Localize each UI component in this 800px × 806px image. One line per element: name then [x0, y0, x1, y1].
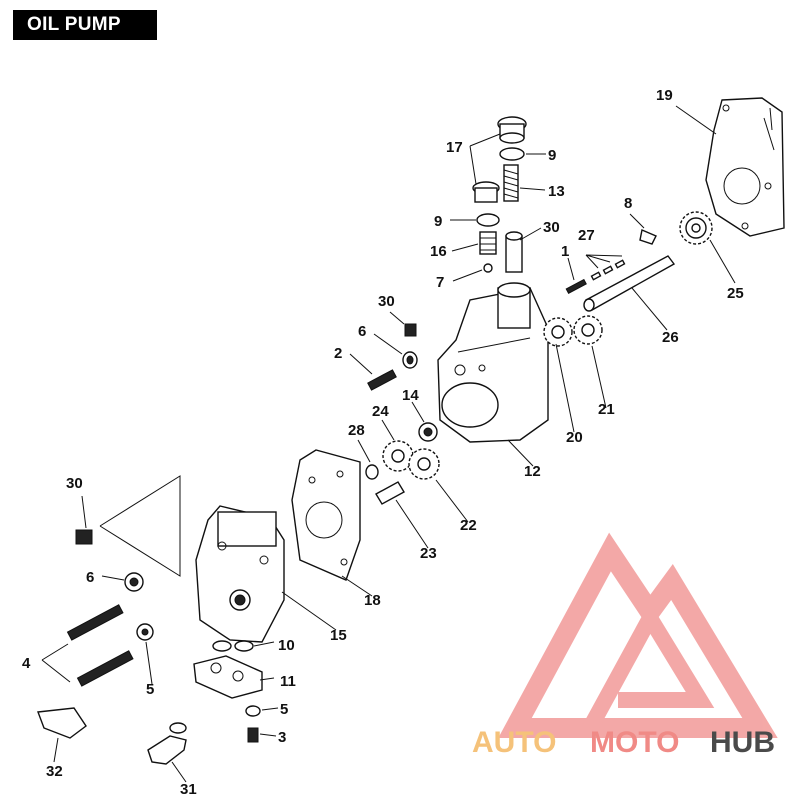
callout-26: 26: [662, 329, 679, 346]
callout-6-lower: 6: [86, 569, 94, 586]
part-15-cover: [195, 505, 285, 643]
callout-32: 32: [46, 763, 63, 780]
callout-24: 24: [372, 403, 389, 420]
part-7-ball: [483, 263, 493, 273]
part-2-screw: [367, 369, 397, 391]
callout-28: 28: [348, 422, 365, 439]
callout-10: 10: [278, 637, 295, 654]
callout-3: 3: [278, 729, 286, 746]
part-6-washer-upper: [402, 351, 418, 369]
part-9-oring-upper: [499, 147, 525, 161]
part-29-dowel-sleeve: [505, 231, 523, 273]
watermark-text: AUTO MOTO HUB: [472, 726, 775, 759]
callout-7: 7: [436, 274, 444, 291]
part-30-plug-upper: [404, 323, 417, 337]
callout-27: 27: [578, 227, 595, 244]
callout-labels: 19 17 9 13 9 16 7 30 8 27 1 25 26 30 6 2…: [22, 87, 744, 798]
part-17-plug-upper: [497, 116, 527, 144]
part-6-washer-lower: [124, 572, 144, 592]
callout-14: 14: [402, 387, 419, 404]
callout-15: 15: [330, 627, 347, 644]
callout-5-lower: 5: [280, 701, 288, 718]
callout-6-upper: 6: [358, 323, 366, 340]
part-4-bolts: [66, 604, 134, 687]
part-17-plug-lower: [472, 181, 500, 203]
callout-13: 13: [548, 183, 565, 200]
watermark-moto: MOTO: [590, 726, 679, 759]
part-5-washer-upper: [136, 623, 154, 641]
part-3-screw: [247, 727, 259, 743]
part-28-retaining-ring: [365, 464, 379, 480]
part-31-fitting: [147, 722, 187, 765]
part-25-gear: [679, 211, 713, 245]
part-13-spring: [503, 164, 519, 202]
part-22-gear: [408, 448, 440, 480]
part-24-gear: [382, 440, 414, 472]
callout-1: 1: [561, 243, 569, 260]
callout-5-upper: 5: [146, 681, 154, 698]
part-1-pin: [565, 278, 587, 295]
callout-8: 8: [624, 195, 632, 212]
callout-12: 12: [524, 463, 541, 480]
callout-22: 22: [460, 517, 477, 534]
callout-9-lower: 9: [434, 213, 442, 230]
callout-25: 25: [727, 285, 744, 302]
callout-23: 23: [420, 545, 437, 562]
part-27-keys: [590, 259, 626, 281]
callout-21: 21: [598, 401, 615, 418]
callout-31: 31: [180, 781, 197, 798]
watermark-auto: AUTO: [472, 726, 556, 759]
callout-29: 30: [543, 219, 560, 236]
part-16-valve: [479, 231, 497, 255]
leader-lines: [41, 105, 736, 783]
callout-2: 2: [334, 345, 342, 362]
part-5-washer-lower: [245, 705, 261, 717]
part-32-elbow-fitting: [37, 707, 87, 739]
callout-19: 18: [364, 592, 381, 609]
part-30-plug-lower: [75, 529, 93, 545]
part-18-cover-plate: [705, 97, 785, 237]
callout-17: 17: [446, 139, 463, 156]
callout-11: 11: [280, 673, 296, 690]
callout-18: 19: [656, 87, 673, 104]
diagram-title: OIL PUMP: [13, 10, 157, 40]
callout-16: 16: [430, 243, 447, 260]
part-20-gear: [543, 317, 573, 347]
part-19-gasket: [291, 449, 361, 581]
part-9-oring-lower: [476, 213, 500, 227]
part-23-shaft: [375, 481, 405, 505]
part-10-orings: [212, 640, 254, 652]
part-11-fitting-block: [193, 655, 263, 699]
part-8-retaining-ring: [639, 229, 657, 245]
callout-20: 20: [566, 429, 583, 446]
callout-30-upper: 30: [378, 293, 395, 310]
part-26-drive-shaft: [583, 255, 676, 312]
part-12-pump-body: [437, 282, 549, 443]
callout-30-lower: 30: [66, 475, 83, 492]
callout-4: 4: [22, 655, 31, 672]
part-21-gear: [573, 315, 603, 345]
watermark-hub: HUB: [710, 726, 775, 759]
part-14-bushing: [418, 422, 438, 442]
callout-9-upper: 9: [548, 147, 556, 164]
watermark-logo: [498, 532, 778, 738]
